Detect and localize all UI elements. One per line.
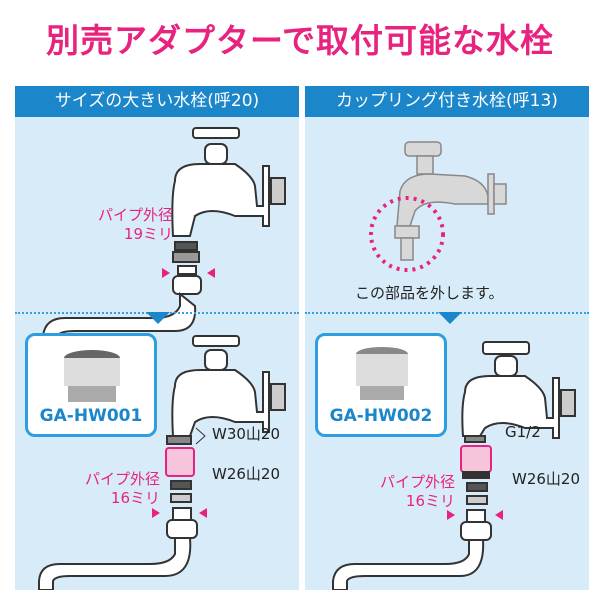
product-code: GA-HW002: [329, 406, 433, 426]
down-arrow-icon: [146, 312, 170, 324]
thread-spec: G1/2: [505, 423, 541, 441]
adapter-image: [356, 347, 408, 400]
coupling-faucet-panel: カップリング付き水栓(呼13) この部品を外します。 GA-HW002 G1/2…: [305, 86, 589, 590]
thread-spec: W30山20: [212, 425, 281, 443]
panel-header: サイズの大きい水栓(呼20): [15, 86, 299, 117]
page-title: 別売アダプターで取付可能な水栓: [45, 21, 555, 60]
product-callout: GA-HW001: [25, 333, 157, 437]
product-callout: GA-HW002: [315, 333, 447, 437]
thread-spec: W26山20: [512, 470, 581, 488]
product-code: GA-HW001: [39, 406, 143, 426]
down-arrow-icon: [438, 312, 462, 324]
thread-spec: W26山20: [212, 465, 281, 483]
faucet-illustration: [332, 141, 576, 590]
panel-header: カップリング付き水栓(呼13): [305, 86, 589, 117]
remove-note: この部品を外します。: [355, 284, 504, 302]
adapter-image: [64, 350, 120, 402]
